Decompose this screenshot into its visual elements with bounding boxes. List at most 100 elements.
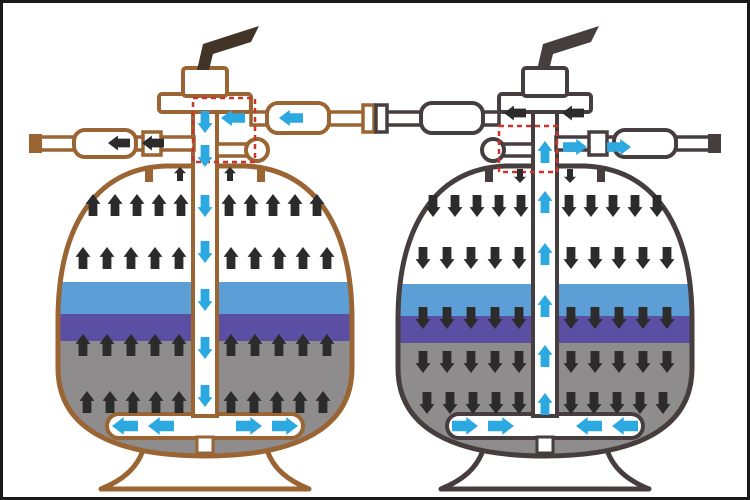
dome-bolt-tab-right [257,168,265,182]
media-flow-arrow [171,247,187,269]
tank-outline [55,163,355,459]
media-flow-arrow [147,247,163,269]
pipe-flow-arrow [197,241,213,263]
pipe-flow-arrow [537,345,553,367]
pipe-foot [195,435,215,455]
port-cap [480,137,506,163]
media-flow-arrow [174,167,186,181]
media-flow-arrow [147,334,163,356]
media-flow-arrow [315,391,331,413]
dome-bolt-tab-right [597,168,605,182]
media-flow-arrow [319,334,335,356]
pipe-flow-arrow [537,141,553,163]
media-flow-arrow [419,392,435,414]
media-flow-arrow [649,195,665,217]
media-flow-arrow [75,247,91,269]
media-flow-arrow [564,169,576,183]
pipe-flow-arrow [537,295,553,317]
media-flow-arrow [586,392,602,414]
diagram-backwash-flow-tank [29,26,376,492]
media-flow-arrow [415,247,431,269]
lower-pipe-nut [587,130,609,157]
media-flow-arrow [102,391,118,413]
media-flow-arrow [129,194,145,216]
port-stub [501,142,535,158]
media-flow-arrow [563,351,579,373]
valve-body [181,66,229,98]
media-flow-arrow [511,351,527,373]
media-flow-arrow [271,247,287,269]
media-flow-arrow [425,195,441,217]
media-flow-arrow [487,307,503,329]
valve-body [521,66,569,98]
media-flow-arrow [563,392,579,414]
media-flow-arrow [269,391,285,413]
valve-flow-arrow [504,105,526,121]
media-flow-arrow [309,194,325,216]
media-flow-arrow [447,195,463,217]
media-flow-arrow [171,391,187,413]
media-flow-arrow [513,195,529,217]
media-flow-arrow [511,392,527,414]
media-flow-arrow [223,391,239,413]
media-flow-arrow [659,351,675,373]
valve-flow-arrow [607,138,631,156]
media-flow-arrow [99,334,115,356]
media-flow-arrow [488,392,504,414]
valve-flow-arrow [563,138,587,156]
media-flow-arrow [563,307,579,329]
media-flow-arrow [561,195,577,217]
media-flow-arrow [319,247,335,269]
media-flow-arrow [659,307,675,329]
lateral-flow-arrow [236,417,262,435]
media-flow-arrow [442,392,458,414]
dome-bolt-tab-left [145,168,153,182]
port-stub [215,142,249,158]
media-flow-arrow [463,307,479,329]
media-flow-arrow [75,334,91,356]
media-flow-arrow [107,194,123,216]
media-flow-arrow [415,307,431,329]
media-flow-arrow [173,194,189,216]
lower-pipe-end [708,134,721,153]
media-flow-arrow [295,334,311,356]
media-flow-arrow [587,247,603,269]
media-flow-arrow [659,247,675,269]
valve-flow-arrow [221,109,245,127]
media-flow-arrow [611,247,627,269]
media-flow-arrow [415,351,431,373]
tank-base [438,447,652,492]
media-flow-arrow [635,351,651,373]
media-flow-arrow [221,194,237,216]
tank-base [98,447,312,492]
tank-outline [395,163,695,459]
media-flow-arrow [439,307,455,329]
pipe-flow-arrow [197,145,213,167]
lateral-flow-arrow [612,417,638,435]
media-flow-arrow [605,195,621,217]
pipe-flow-arrow [197,385,213,407]
media-flow-arrow [247,247,263,269]
media-flow-arrow [491,195,507,217]
media-flow-arrow [487,351,503,373]
lower-pipe-end [29,134,42,153]
media-flow-arrow [635,307,651,329]
media-flow-arrow [79,391,95,413]
media-flow-arrow [463,351,479,373]
media-flow-arrow [469,195,485,217]
lateral-flow-arrow [452,417,478,435]
valve-flow-arrow [108,135,130,151]
media-flow-arrow [151,194,167,216]
media-flow-arrow [635,247,651,269]
side-plumbing [374,101,721,163]
media-flow-arrow [511,247,527,269]
media-flow-arrow [487,247,503,269]
pipe-flow-arrow [537,191,553,213]
pipe-flow-arrow [197,289,213,311]
valve-flow-arrow [562,105,584,121]
media-flow-arrow [223,334,239,356]
pipe-flow-arrow [537,393,553,415]
